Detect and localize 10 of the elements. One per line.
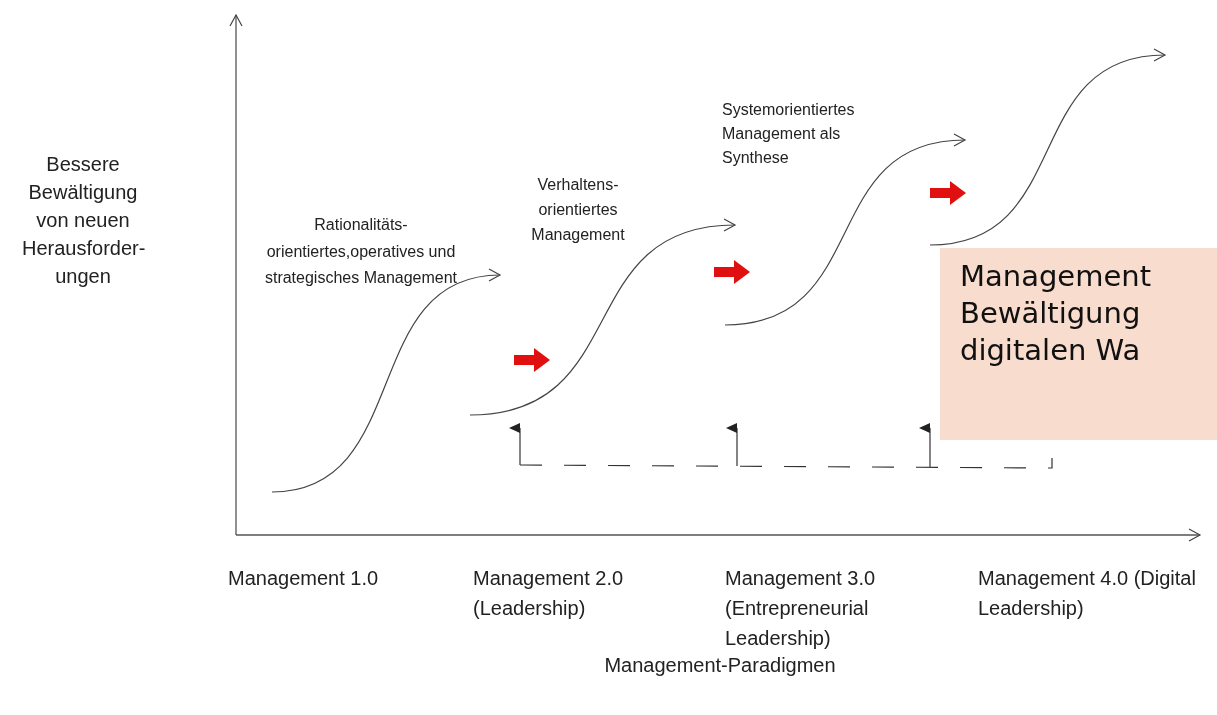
axis-label: Management 1.0 (228, 566, 380, 591)
overlay-note: Management Bewältigung digitalen Wa (940, 248, 1217, 440)
stage-label: Systemorientiertes Management als Synthese (722, 100, 856, 168)
axis-title: Management-Paradigmen (603, 653, 837, 678)
axis-label: Management 3.0 (Entrepreneurial Leadership) (725, 566, 877, 651)
stage-label: Rationalitäts- orientiertes,operatives und strategisches Management (263, 215, 459, 288)
axis-label: Bessere Bewältigung von neuen Herausforder- ungen (22, 152, 144, 289)
axis-label: Management 2.0 (Leadership) (473, 566, 625, 621)
axis-label: Management 4.0 (Digital Leadership) (978, 566, 1197, 621)
stage-label: Verhaltens- orientiertes Management (530, 175, 626, 245)
